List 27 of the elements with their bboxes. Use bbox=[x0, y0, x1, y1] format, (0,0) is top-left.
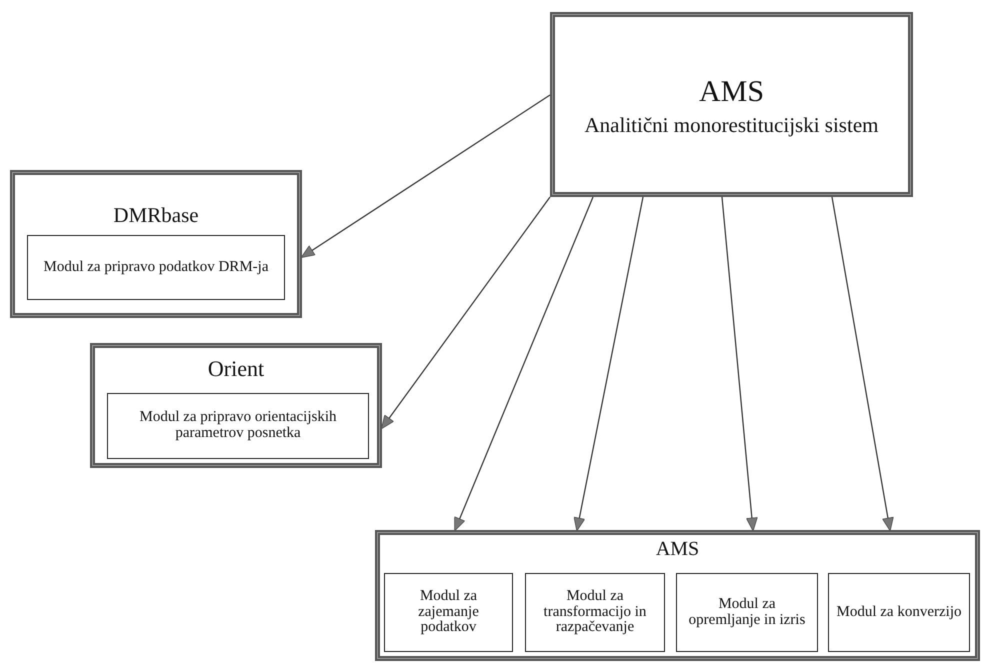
system-box bbox=[375, 530, 980, 661]
module-label: Modul za opremljanje in izris bbox=[688, 596, 806, 628]
arrow bbox=[831, 196, 894, 532]
module-box bbox=[384, 573, 513, 652]
module-label: Modul za pripravo orientacijskih parametrov posnetka bbox=[138, 410, 338, 442]
module-label: Modul za konverzijo bbox=[836, 604, 962, 620]
module-label: Modul za transformacijo in razpačevanje bbox=[542, 588, 648, 636]
module-box bbox=[27, 235, 285, 300]
system-box bbox=[90, 343, 382, 468]
system-title: AMS bbox=[698, 77, 766, 107]
system-box bbox=[10, 170, 302, 318]
arrow bbox=[454, 196, 594, 532]
system-title: AMS bbox=[654, 539, 700, 559]
module-box bbox=[676, 573, 818, 652]
module-label: Modul za zajemanje podatkov bbox=[417, 588, 480, 636]
arrow bbox=[300, 94, 550, 258]
arrow bbox=[721, 196, 758, 532]
system-title: Orient bbox=[206, 358, 266, 380]
system-subtitle: Analitični monorestitucijski sistem bbox=[584, 115, 880, 136]
module-label: Modul za pripravo podatkov DRM-ja bbox=[44, 260, 268, 276]
system-box bbox=[550, 12, 913, 197]
module-box bbox=[107, 393, 369, 459]
module-box bbox=[828, 573, 970, 652]
system-title: DMRbase bbox=[112, 205, 200, 226]
arrow bbox=[574, 196, 644, 532]
arrow bbox=[381, 196, 550, 430]
module-box bbox=[525, 573, 665, 652]
